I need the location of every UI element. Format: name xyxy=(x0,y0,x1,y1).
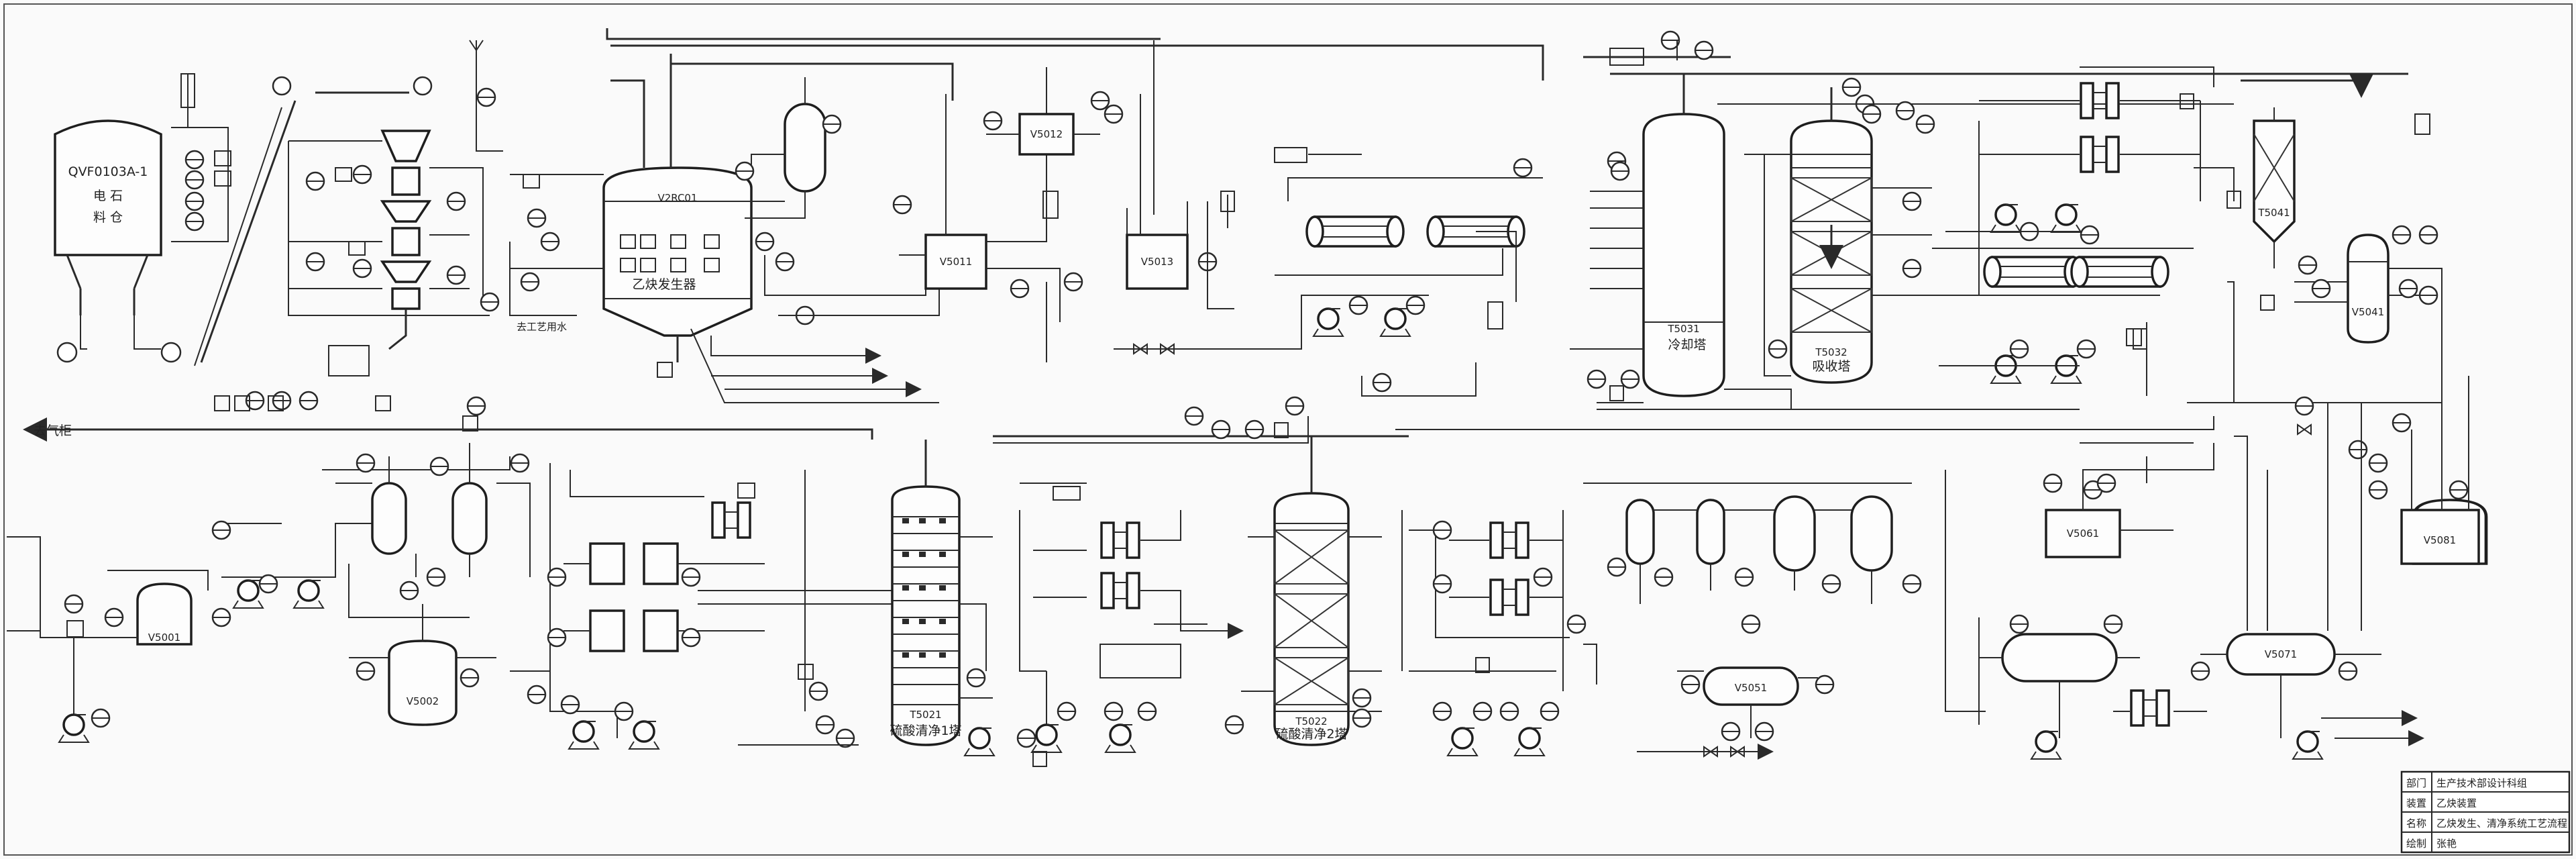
clean-tower-1-tag: T5021 xyxy=(909,709,941,721)
seal-water-tank: V5002 xyxy=(388,640,458,726)
top-section: QVF0103A-1 电 石 料 仓 xyxy=(54,28,2443,410)
buffer-tank: V5061 xyxy=(2045,509,2121,558)
title-row-2-value: 乙炔装置 xyxy=(2436,797,2477,809)
motor-icon xyxy=(56,342,78,363)
svg-text:V5002: V5002 xyxy=(407,695,439,707)
svg-text:V5051: V5051 xyxy=(1735,682,1767,694)
storage-tank: V5081 xyxy=(2400,499,2488,565)
svg-text:V5041: V5041 xyxy=(2352,306,2384,318)
wash-tank-1: V5011 xyxy=(899,67,1047,290)
title-row-4-key: 绘制 xyxy=(2406,838,2426,850)
absorber-tower: T5032 吸收塔 xyxy=(1790,87,1873,384)
hopper-stack xyxy=(288,130,500,376)
silo-tag: QVF0103A-1 xyxy=(68,164,148,179)
vessel-v1 xyxy=(1625,499,1655,565)
horizontal-drum-1: V5051 xyxy=(1703,666,1799,706)
title-row-1-value: 生产技术部设计科组 xyxy=(2436,777,2527,789)
wash-tank-2: V5012 xyxy=(983,111,1100,156)
sulfuric-acid-cleaning-tower-1: T5021 硫酸清净1塔 xyxy=(890,440,962,746)
title-row-3-value: 乙炔发生、清净系统工艺流程 xyxy=(2436,817,2567,829)
vessel-v4 xyxy=(1850,495,1893,572)
svg-text:V5061: V5061 xyxy=(2067,527,2099,540)
svg-text:V5013: V5013 xyxy=(1141,256,1173,268)
title-block: 部门 生产技术部设计科组 装置 乙炔装置 名称 乙炔发生、清净系统工艺流程 绘制… xyxy=(2400,770,2571,854)
separator-drum xyxy=(745,77,842,219)
silo-name-2: 料 仓 xyxy=(93,210,123,225)
svg-text:V5081: V5081 xyxy=(2424,534,2456,546)
generator-tag: V2RC01 xyxy=(657,192,697,204)
left-arrow-label: 去气柜 xyxy=(34,423,72,438)
clean-tower-1-name: 硫酸清净1塔 xyxy=(890,723,961,738)
absorber-tag: T5032 xyxy=(1815,346,1847,358)
cooling-tower-name: 冷却塔 xyxy=(1668,338,1706,352)
cooling-tower-tag: T5031 xyxy=(1667,323,1699,335)
silo-name-1: 电 石 xyxy=(93,189,123,203)
motor-icon xyxy=(413,76,433,96)
generator-name: 乙炔发生器 xyxy=(632,277,696,292)
gas-separator-b xyxy=(451,443,488,555)
calcium-carbide-silo: QVF0103A-1 电 石 料 仓 xyxy=(54,119,182,363)
absorber-name: 吸收塔 xyxy=(1812,359,1850,374)
gas-separator-a xyxy=(371,456,407,555)
clean-tower-2-name: 硫酸清净2塔 xyxy=(1275,727,1347,742)
sheet-border xyxy=(3,3,2573,856)
title-row-3-key: 名称 xyxy=(2406,817,2426,829)
svg-text:V5001: V5001 xyxy=(148,631,180,644)
svg-text:V5011: V5011 xyxy=(940,256,972,268)
svg-text:V5012: V5012 xyxy=(1030,128,1063,140)
svg-text:T5041: T5041 xyxy=(2257,207,2290,219)
title-row-2-key: 装置 xyxy=(2406,797,2426,809)
sulfuric-acid-cleaning-tower-2: T5022 硫酸清净2塔 xyxy=(1273,436,1350,746)
gas-to-holder-line xyxy=(34,428,873,440)
cooling-tower: T5031 冷却塔 xyxy=(1642,74,1725,397)
top-feed-label: 去工艺用水 xyxy=(517,321,567,333)
vessel-v3 xyxy=(1773,495,1816,572)
bottom-section: V5001 V5002 xyxy=(7,376,2488,767)
clean-tower-2-tag: T5022 xyxy=(1295,715,1327,727)
dryer-tower: T5041 xyxy=(2253,107,2296,268)
horizontal-drum-2 xyxy=(2001,633,2118,683)
title-row-4-value: 张艳 xyxy=(2436,838,2457,850)
svg-text:V5071: V5071 xyxy=(2265,648,2297,660)
acetylene-generator: V2RC01 乙炔发生器 xyxy=(602,54,753,378)
vessel-v2 xyxy=(1696,499,1725,565)
title-row-1-key: 部门 xyxy=(2406,777,2426,789)
horizontal-drum-3: V5071 xyxy=(2226,633,2336,676)
dryer-vessel: V5041 xyxy=(2347,234,2390,344)
motor-icon xyxy=(160,342,182,363)
feed-tank: V5001 xyxy=(136,583,193,646)
wash-tank-3: V5013 xyxy=(1126,201,1189,290)
motor-icon xyxy=(272,76,292,96)
